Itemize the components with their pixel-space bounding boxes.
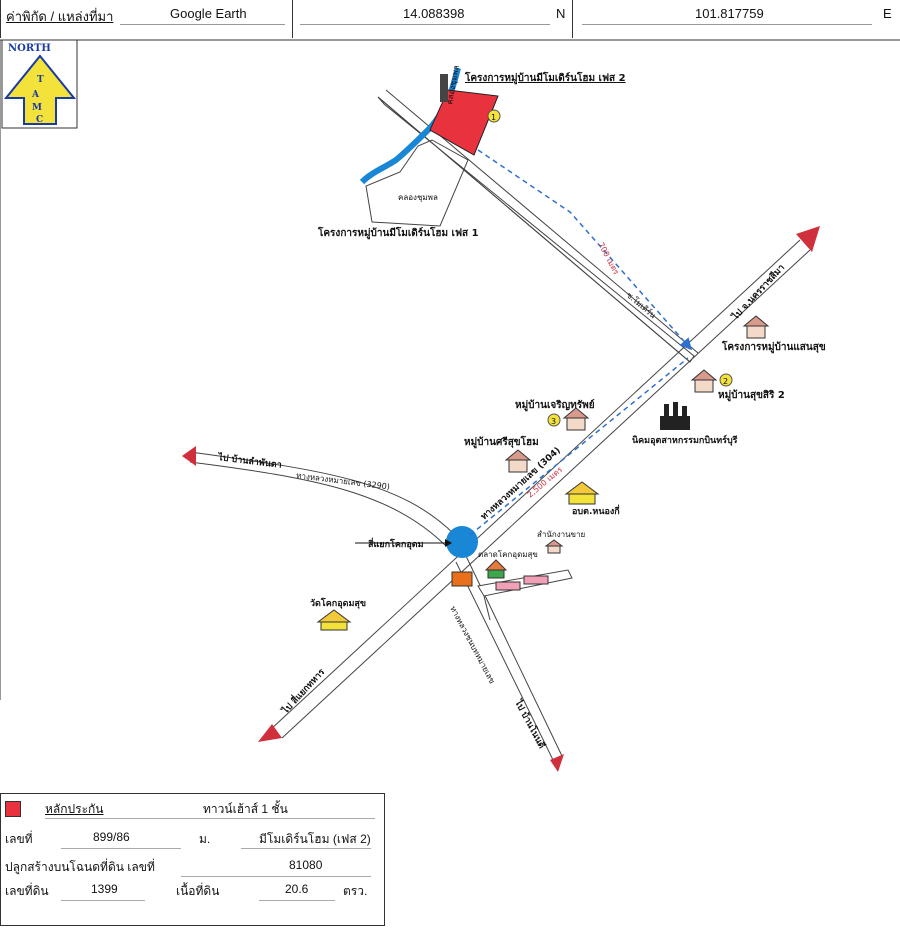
route-2500m bbox=[469, 357, 689, 536]
deed-label: ปลูกสร้างบนโฉนดที่ดิน เลขที่ bbox=[5, 860, 155, 874]
house-no-label: เลขที่ bbox=[5, 832, 33, 846]
to-nakhonratchasima-label: ไป จ.นครราชสีมา bbox=[729, 262, 787, 323]
route-700m bbox=[477, 149, 692, 351]
arrow-southeast-icon bbox=[550, 754, 564, 772]
factory-icon bbox=[660, 402, 690, 430]
collateral-swatch bbox=[5, 801, 21, 817]
market-label: ตลาดโคกอุดมสุข bbox=[478, 549, 538, 559]
location-map: NORTH T A M C 1 bbox=[0, 39, 900, 772]
market-icon bbox=[484, 559, 508, 579]
project-phase2-label: โครงการหมู่บ้านมีโมเดิร์นโฮม เฟส 2 bbox=[464, 71, 626, 85]
property-type: ทาวน์เฮ้าส์ 1 ชั้น bbox=[203, 802, 288, 816]
land-no-value: 1399 bbox=[91, 882, 118, 896]
collateral-label: หลักประกัน bbox=[45, 802, 104, 816]
intersection-label: สี่แยกโคกอุดม bbox=[367, 537, 423, 550]
project-phase1-label: โครงการหมู่บ้านมีโมเดิร์นโฮม เฟส 1 bbox=[317, 226, 479, 240]
temple-label: วัดโคกอุดมสุข bbox=[310, 597, 366, 609]
marker-1-label: 1 bbox=[491, 113, 496, 122]
deed-value: 81080 bbox=[289, 858, 323, 872]
village-label: ม. bbox=[199, 832, 211, 846]
north-tamc-icon: NORTH T A M C bbox=[1, 39, 78, 129]
to-military-intersection-label: ไป สี่แยกทหาร bbox=[278, 665, 327, 717]
arrow-west-icon bbox=[182, 446, 196, 466]
house-no-value: 899/86 bbox=[93, 830, 130, 844]
village-suksiri-label: หมู่บ้านสุขสิริ 2 bbox=[718, 389, 785, 402]
longitude-direction: E bbox=[883, 6, 892, 21]
to-ban-lamphanta-label: ไป บ้านลำพันตา bbox=[217, 451, 283, 471]
legend-panel: หลักประกัน ทาวน์เฮ้าส์ 1 ชั้น เลขที่ 899… bbox=[0, 793, 385, 926]
area-value: 20.6 bbox=[285, 882, 309, 896]
sales-office-icon bbox=[544, 539, 564, 554]
highway-3290-road bbox=[182, 446, 456, 546]
gas-station-icon bbox=[451, 571, 473, 587]
land-no-label: เลขที่ดิน bbox=[5, 884, 49, 898]
tamc-letter-c: C bbox=[36, 115, 43, 125]
village-value: มีโมเดิร์นโฮม (เฟส 2) bbox=[259, 832, 371, 846]
tamc-letter-t: T bbox=[37, 75, 44, 85]
latitude-value: 14.088398 bbox=[403, 6, 465, 21]
north-label: NORTH bbox=[8, 43, 51, 54]
tamc-letter-m: M bbox=[32, 103, 42, 113]
collateral-site-marker bbox=[429, 89, 499, 156]
shophouse-icon bbox=[523, 575, 549, 585]
sales-office-label: สำนักงานขาย bbox=[537, 530, 585, 539]
header-bar: ค่าพิกัด / แหล่งที่มา Google Earth 14.08… bbox=[0, 0, 900, 38]
longitude-value: 101.817759 bbox=[695, 6, 764, 21]
latitude-direction: N bbox=[556, 6, 566, 21]
source-value: Google Earth bbox=[170, 6, 247, 21]
coord-label: ค่าพิกัด / แหล่งที่มา bbox=[6, 9, 114, 24]
house-icon bbox=[504, 449, 532, 473]
intersection-circle bbox=[446, 526, 478, 558]
sao-office-label: อบต.หนองกี่ bbox=[572, 504, 620, 517]
arrow-southwest-icon bbox=[258, 724, 282, 742]
house-icon bbox=[690, 369, 718, 393]
area-label: เนื้อที่ดิน bbox=[176, 884, 220, 898]
phase1-outline bbox=[365, 139, 469, 227]
area-unit: ตรว. bbox=[343, 884, 368, 898]
village-charoensap-label: หมู่บ้านเจริญทรัพย์ bbox=[515, 399, 595, 412]
highway-304-road bbox=[258, 226, 820, 742]
highway-3290-label: ทางหลวงหมายเลข (3290) bbox=[296, 471, 391, 491]
distance-700-label: 700 เมตร bbox=[596, 241, 621, 277]
to-ban-nondi-label: ไป บ้านโนนดี bbox=[512, 697, 548, 751]
shophouse-icon bbox=[495, 581, 521, 591]
village-srisuk-label: หมู่บ้านศรีสุขโฮม bbox=[464, 435, 539, 449]
marker-2-label: 2 bbox=[723, 377, 728, 386]
tamc-letter-a: A bbox=[31, 90, 40, 100]
canal-label-2: คลองชุมพล bbox=[398, 193, 438, 202]
marker-3-label: 3 bbox=[551, 417, 556, 426]
house-icon bbox=[562, 407, 590, 431]
sao-office-icon bbox=[564, 481, 600, 505]
arrow-northeast-icon bbox=[796, 226, 820, 252]
industrial-estate-label: นิคมอุตสาหกรรมกบินทร์บุรี bbox=[632, 434, 738, 446]
house-icon bbox=[742, 315, 770, 339]
project-saensuk-label: โครงการหมู่บ้านแสนสุข bbox=[721, 340, 826, 354]
temple-icon bbox=[316, 609, 352, 631]
